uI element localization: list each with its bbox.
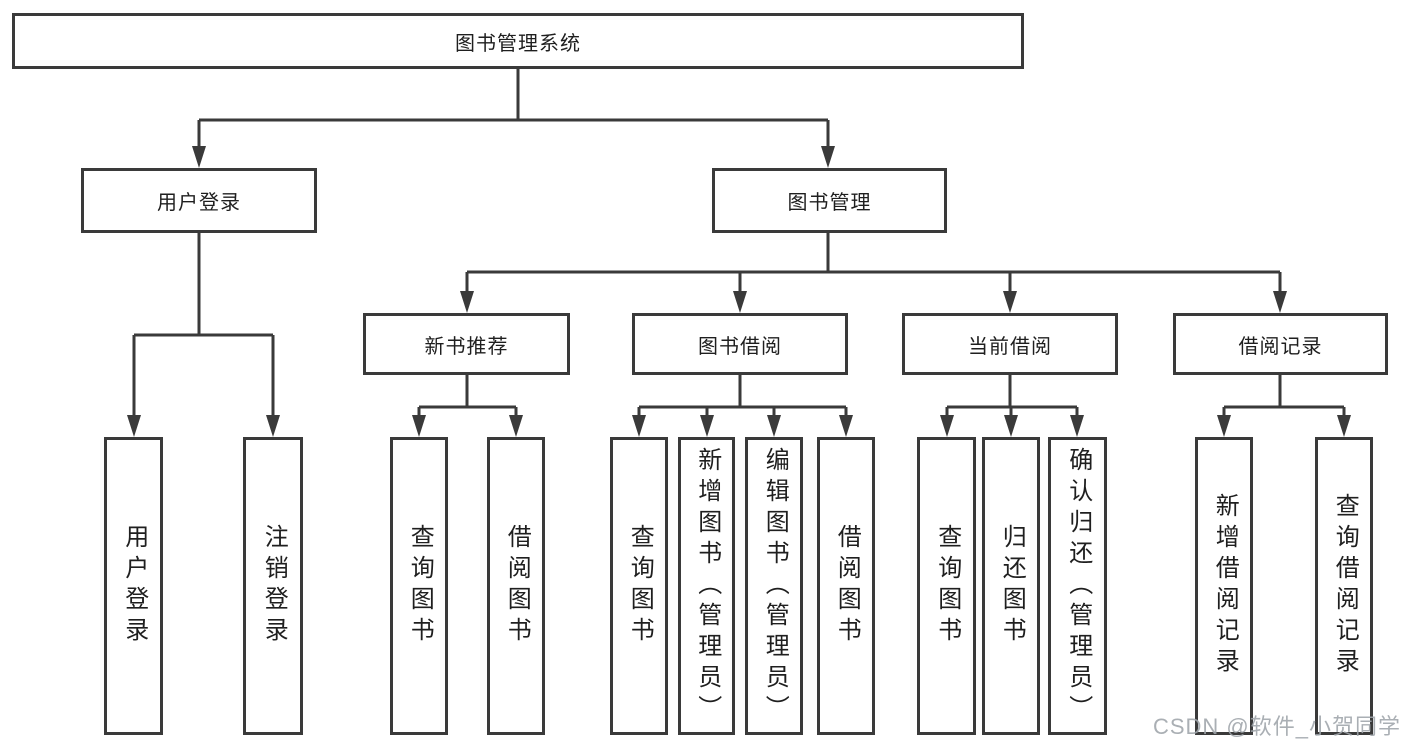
node-current-borrow: 当前借阅 [902,313,1118,375]
leaf-add-books-admin: 新增图书（管理员） [678,437,735,735]
leaf-return-books-label: 归还图书 [998,524,1026,648]
node-borrow-records: 借阅记录 [1173,313,1388,375]
leaf-user-login: 用户登录 [104,437,163,735]
node-current-borrow-label: 当前借阅 [968,335,1052,358]
leaf-add-borrow-record: 新增借阅记录 [1195,437,1253,735]
leaf-edit-books-admin-label: 编辑图书（管理员） [761,446,789,726]
leaf-return-books: 归还图书 [982,437,1040,735]
leaf-logout: 注销登录 [243,437,303,735]
leaf-logout-label: 注销登录 [260,524,288,648]
node-borrow-records-label: 借阅记录 [1238,335,1323,358]
node-new-book-recommend-label: 新书推荐 [424,335,509,358]
leaf-borrow-books: 借阅图书 [817,437,875,735]
node-book-borrow-label: 图书借阅 [698,335,782,358]
leaf-borrow-query-books-label: 查询图书 [626,524,654,648]
leaf-user-login-label: 用户登录 [120,524,148,648]
leaf-query-borrow-record: 查询借阅记录 [1315,437,1373,735]
node-book-borrow: 图书借阅 [632,313,848,375]
node-book-management-label: 图书管理 [787,192,872,214]
leaf-query-borrow-record-label: 查询借阅记录 [1331,493,1359,679]
leaf-borrow-books-label: 借阅图书 [833,524,861,648]
leaf-recommend-borrow-books-label: 借阅图书 [503,524,531,648]
leaf-current-query-books-label: 查询图书 [933,524,961,648]
node-root-label: 图书管理系统 [455,32,581,55]
leaf-recommend-query-books-label: 查询图书 [406,524,434,648]
leaf-recommend-borrow-books: 借阅图书 [487,437,545,735]
leaf-add-borrow-record-label: 新增借阅记录 [1211,493,1239,679]
node-user-login-label: 用户登录 [157,192,241,214]
leaf-add-books-admin-label: 新增图书（管理员） [693,446,721,726]
leaf-recommend-query-books: 查询图书 [390,437,448,735]
leaf-confirm-return-admin-label: 确认归还（管理员） [1064,446,1092,726]
node-user-login: 用户登录 [81,168,317,233]
node-new-book-recommend: 新书推荐 [363,313,570,375]
leaf-borrow-query-books: 查询图书 [610,437,668,735]
leaf-edit-books-admin: 编辑图书（管理员） [745,437,803,735]
node-root: 图书管理系统 [12,13,1024,69]
csdn-watermark: CSDN @软件_小贺同学 [1152,714,1401,739]
node-book-management: 图书管理 [712,168,947,233]
leaf-current-query-books: 查询图书 [917,437,976,735]
leaf-confirm-return-admin: 确认归还（管理员） [1048,437,1107,735]
